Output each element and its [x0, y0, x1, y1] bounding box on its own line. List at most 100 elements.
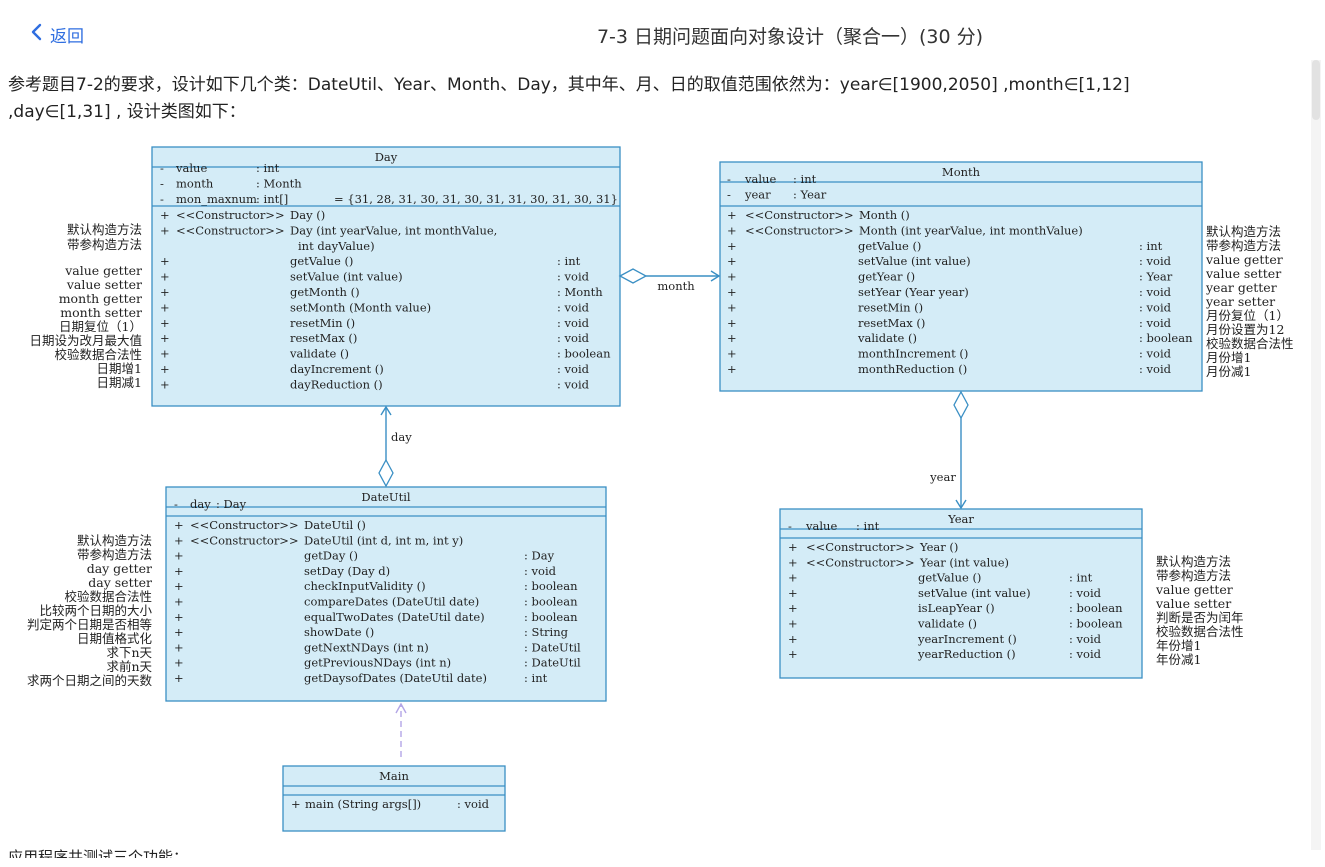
method-return-type: : DateUtil [524, 656, 581, 670]
method-signature: isLeapYear () [918, 601, 995, 615]
method-return-type: : boolean [524, 579, 578, 593]
method-visibility: + [160, 316, 170, 330]
class-diagram: Day-value: int-month: Month-mon_maxnum: … [0, 130, 1325, 845]
method-stereotype: <<Constructor>> [806, 555, 915, 569]
attr-visibility: - [727, 187, 731, 201]
method-return-type: : void [1069, 586, 1102, 600]
attr-name: year [744, 187, 771, 201]
scrollbar[interactable] [1311, 60, 1321, 850]
method-return-type: : Day [524, 549, 555, 563]
method-return-type: : void [1139, 316, 1172, 330]
method-return-type: : void [557, 377, 590, 391]
method-visibility: + [174, 533, 184, 547]
method-visibility: + [174, 610, 184, 624]
method-return-type: : void [457, 797, 490, 811]
method-visibility: + [174, 579, 184, 593]
method-signature: getMonth () [290, 285, 360, 299]
aggregation-diamond-day-month [618, 268, 648, 284]
method-signature: resetMin () [858, 300, 923, 314]
method-visibility: + [727, 208, 737, 222]
method-visibility: + [291, 797, 301, 811]
side-note: 求下n天 [106, 645, 152, 660]
side-note: 默认构造方法 [67, 222, 142, 237]
side-note: year setter [1205, 294, 1275, 309]
attr-type: : int[] [256, 192, 288, 206]
method-signature: DateUtil () [304, 518, 366, 532]
method-stereotype: <<Constructor>> [176, 208, 285, 222]
association-label-year: year [929, 470, 956, 484]
method-return-type: : int [557, 254, 581, 268]
aggregation-diamond-dateutil-day [378, 458, 394, 488]
method-signature: monthReduction () [858, 362, 967, 376]
method-visibility: + [174, 625, 184, 639]
method-visibility: + [174, 518, 184, 532]
scrollbar-thumb[interactable] [1312, 60, 1320, 120]
description-line-2: ,day∈[1,31] , 设计类图如下： [8, 102, 246, 122]
attr-visibility: - [160, 176, 164, 190]
method-visibility: + [727, 362, 737, 376]
side-note: 日期复位（1） [59, 319, 142, 334]
uml-class-dateutil: DateUtil-day: Day+<<Constructor>>DateUti… [165, 486, 607, 702]
method-return-type: : boolean [524, 610, 578, 624]
uml-class-year: Year-value: int+<<Constructor>>Year ()+<… [779, 508, 1143, 679]
side-note: 日期增1 [97, 361, 142, 376]
class-name: Main [379, 769, 409, 783]
method-visibility: + [727, 347, 737, 361]
method-signature: dayReduction () [290, 377, 383, 391]
method-return-type: : boolean [524, 595, 578, 609]
method-return-type: : void [1139, 362, 1172, 376]
side-note: 校验数据合法性 [1206, 336, 1294, 351]
method-visibility: + [788, 647, 798, 661]
method-stereotype: <<Constructor>> [806, 540, 915, 554]
method-signature: checkInputValidity () [304, 579, 426, 593]
attr-visibility: - [727, 172, 731, 186]
side-note: day getter [87, 561, 152, 576]
method-signature: Month (int yearValue, int monthValue) [859, 223, 1083, 237]
problem-description: 参考题目7-2的要求，设计如下几个类：DateUtil、Year、Month、D… [8, 72, 1248, 126]
method-visibility: + [727, 285, 737, 299]
method-signature: yearReduction () [917, 647, 1016, 661]
method-visibility: + [174, 656, 184, 670]
method-signature: resetMax () [858, 316, 925, 330]
side-note: 默认构造方法 [1206, 224, 1281, 239]
attr-name: value [744, 172, 776, 186]
page-header: 返回 7-3 日期问题面向对象设计（聚合一）(30 分) [0, 0, 1325, 68]
uml-class-day: Day-value: int-month: Month-mon_maxnum: … [151, 146, 621, 407]
side-note: 月份减1 [1206, 364, 1251, 379]
method-return-type: : void [1069, 647, 1102, 661]
attr-visibility: - [160, 161, 164, 175]
method-signature: DateUtil (int d, int m, int y) [304, 533, 463, 547]
side-note: value setter [1205, 266, 1281, 281]
association-label-month: month [657, 279, 695, 293]
class-box [719, 161, 1203, 392]
method-visibility: + [788, 571, 798, 585]
method-signature: getPreviousNDays (int n) [304, 656, 451, 670]
method-return-type: : int [524, 671, 548, 685]
dependency-arrowhead [395, 702, 407, 714]
method-signature: validate () [289, 347, 349, 361]
side-note: 默认构造方法 [1156, 554, 1231, 569]
side-note: year getter [1205, 280, 1277, 295]
method-signature: validate () [857, 331, 917, 345]
back-button[interactable]: 返回 [30, 22, 84, 47]
side-note: 带参构造方法 [77, 547, 152, 562]
method-return-type: : int [1069, 571, 1093, 585]
method-return-type: : Month [557, 285, 603, 299]
method-signature: getDay () [304, 549, 358, 563]
method-visibility: + [727, 300, 737, 314]
side-note: 求两个日期之间的天数 [27, 673, 153, 688]
side-note: month getter [59, 291, 142, 306]
method-visibility: + [160, 377, 170, 391]
side-note: 校验数据合法性 [54, 347, 142, 362]
side-note: month setter [60, 305, 142, 320]
arrowhead-month [710, 270, 721, 282]
method-visibility: + [174, 564, 184, 578]
side-note: 校验数据合法性 [64, 589, 152, 604]
method-return-type: : void [1139, 254, 1172, 268]
attr-type: : int [256, 161, 280, 175]
method-return-type: : boolean [557, 347, 611, 361]
method-visibility: + [788, 617, 798, 631]
method-return-type: : void [557, 270, 590, 284]
method-signature: getValue () [918, 571, 981, 585]
